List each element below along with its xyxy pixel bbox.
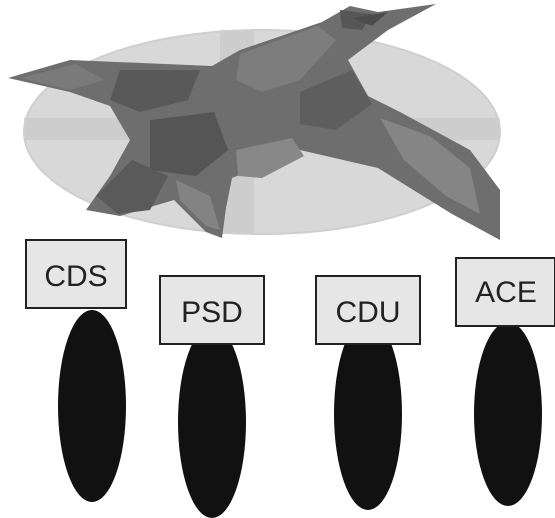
- fighter-jet-icon: [8, 4, 500, 240]
- pod-ace: [474, 322, 542, 506]
- label-box-cds: [25, 239, 127, 309]
- label-psd: PSD: [181, 296, 243, 329]
- label-box-ace: [455, 257, 555, 327]
- pod-cds: [58, 310, 126, 502]
- label-box-psd: [159, 275, 265, 345]
- label-cds: CDS: [44, 260, 107, 293]
- pod-cdu: [334, 318, 402, 510]
- label-ace: ACE: [475, 276, 537, 309]
- label-box-cdu: [315, 275, 421, 345]
- pod-psd: [178, 326, 246, 518]
- label-cdu: CDU: [336, 296, 401, 329]
